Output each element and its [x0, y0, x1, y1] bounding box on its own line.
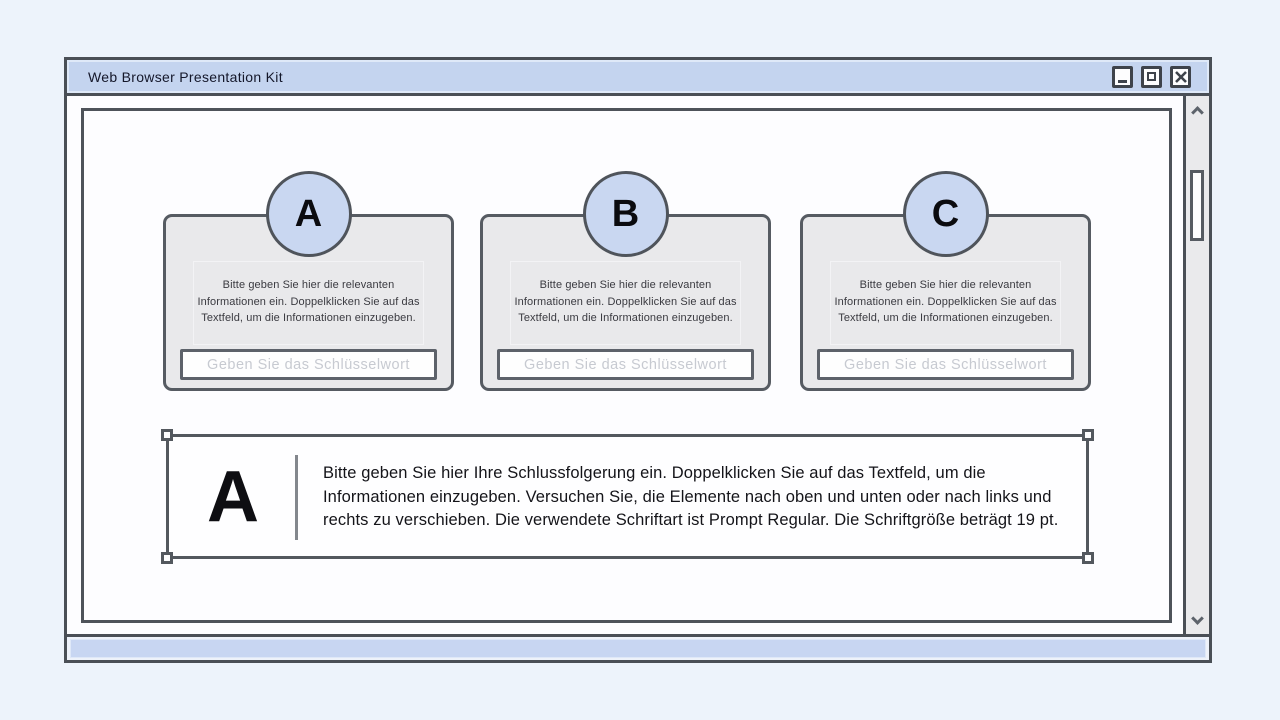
close-icon: [1174, 70, 1187, 83]
card-b-keyword-input[interactable]: [497, 349, 754, 380]
slide-canvas: A Bitte geben Sie hier die relevanten In…: [81, 108, 1172, 623]
card-b-badge: B: [582, 171, 669, 257]
card-a-body-text[interactable]: Bitte geben Sie hier die relevanten Info…: [197, 279, 420, 324]
card-a-keyword-input[interactable]: [180, 349, 437, 380]
minimize-icon: [1118, 79, 1127, 83]
conclusion-box[interactable]: A Bitte geben Sie hier Ihre Schlussfolge…: [161, 429, 1094, 564]
selection-handle-bottom-left[interactable]: [161, 552, 173, 564]
selection-handle-top-left[interactable]: [161, 429, 173, 441]
selection-handle-bottom-right[interactable]: [1082, 552, 1094, 564]
card-b-letter: B: [611, 192, 640, 235]
card-c-textbox-outline: [830, 261, 1061, 345]
info-card-b[interactable]: B Bitte geben Sie hier die relevanten In…: [480, 171, 771, 391]
conclusion-body-text[interactable]: Bitte geben Sie hier Ihre Schlussfolgeru…: [323, 464, 1059, 529]
window-controls: [1112, 65, 1191, 88]
card-c-body-text[interactable]: Bitte geben Sie hier die relevanten Info…: [834, 279, 1057, 324]
card-c-badge: C: [902, 171, 989, 257]
conclusion-divider: [295, 455, 298, 540]
scroll-up-icon[interactable]: [1191, 106, 1204, 119]
card-b-textbox-outline: [510, 261, 741, 345]
card-b-body-text[interactable]: Bitte geben Sie hier die relevanten Info…: [514, 279, 737, 324]
selection-handle-top-right[interactable]: [1082, 429, 1094, 441]
card-a-badge: A: [265, 171, 352, 257]
card-c-letter: C: [931, 192, 960, 235]
window-statusbar: [67, 634, 1209, 660]
window-titlebar: Web Browser Presentation Kit: [67, 60, 1209, 96]
maximize-button[interactable]: [1141, 65, 1162, 88]
card-c-keyword-input[interactable]: [817, 349, 1074, 380]
close-button[interactable]: [1170, 65, 1191, 88]
window-content-row: A Bitte geben Sie hier die relevanten In…: [67, 96, 1209, 634]
minimize-button[interactable]: [1112, 65, 1133, 88]
card-a-letter: A: [294, 192, 323, 235]
card-a-textbox-outline: [193, 261, 424, 345]
info-card-a[interactable]: A Bitte geben Sie hier die relevanten In…: [163, 171, 454, 391]
maximize-icon: [1147, 72, 1156, 81]
scroll-down-icon[interactable]: [1191, 612, 1204, 625]
browser-window: Web Browser Presentation Kit A: [64, 57, 1212, 663]
statusbar-fill: [70, 639, 1206, 658]
info-card-c[interactable]: C Bitte geben Sie hier die relevanten In…: [800, 171, 1091, 391]
vertical-scrollbar[interactable]: [1183, 96, 1209, 634]
browser-viewport: A Bitte geben Sie hier die relevanten In…: [67, 96, 1183, 634]
conclusion-letter: A: [207, 456, 259, 537]
window-title: Web Browser Presentation Kit: [88, 68, 283, 85]
scrollbar-thumb[interactable]: [1190, 170, 1204, 241]
